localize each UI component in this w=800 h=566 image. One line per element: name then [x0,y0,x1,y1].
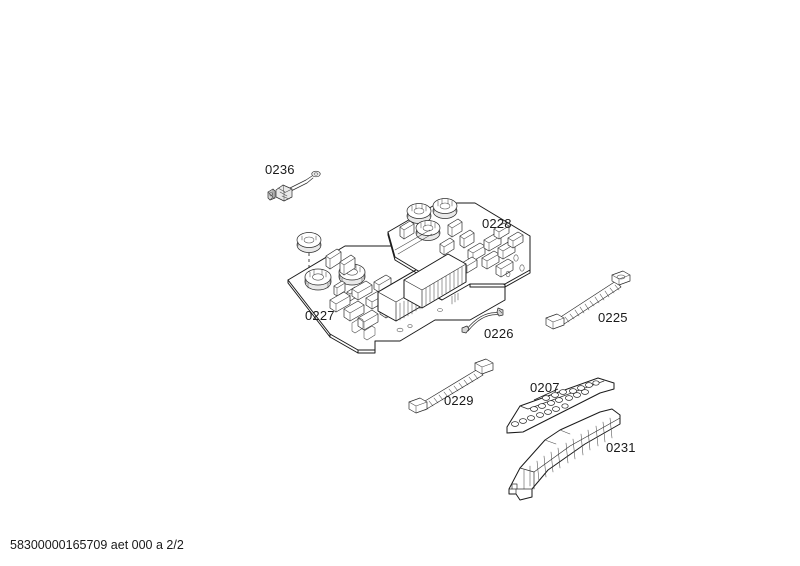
part-label-0231: 0231 [606,440,636,455]
touch-sensor-pads [530,389,589,412]
part-0207-touch-control-board[interactable] [506,377,615,434]
toroid-coil [304,268,332,291]
part-label-0225: 0225 [598,310,628,325]
part-label-0236: 0236 [265,162,295,177]
document-footer: 58300000165709 aet 000 a 2/2 [10,538,184,552]
part-0225-ribbon-cable[interactable] [545,270,631,330]
bracket-ribs [523,417,613,490]
part-0226-jumper-wire[interactable] [461,307,504,334]
part-label-0228: 0228 [482,216,512,231]
component-row [461,222,524,278]
part-0236-sensor-probe[interactable] [267,170,321,202]
capacitor-group [399,218,475,256]
touch-sensor-pads [511,403,569,427]
cable-connector [408,397,428,414]
part-leader-0207 [533,388,559,401]
detached-ferrite-ring [296,232,322,253]
part-label-0229: 0229 [444,393,474,408]
part-0228-power-board[interactable] [387,198,531,309]
touch-sensor-pads [542,380,600,401]
part-label-0227: 0227 [305,308,335,323]
cable-connector [611,270,631,286]
heatsink [403,253,467,309]
part-0229-ribbon-cable[interactable] [408,358,494,414]
part-0231-control-panel-bracket[interactable] [508,408,621,501]
pcb-detail-group [394,229,525,278]
part-label-0226: 0226 [484,326,514,341]
part-label-0207: 0207 [530,380,560,395]
toroid-coil [432,198,458,219]
cable-connector [474,358,494,375]
toroid-coil [415,220,441,241]
cable-connector [545,313,565,330]
